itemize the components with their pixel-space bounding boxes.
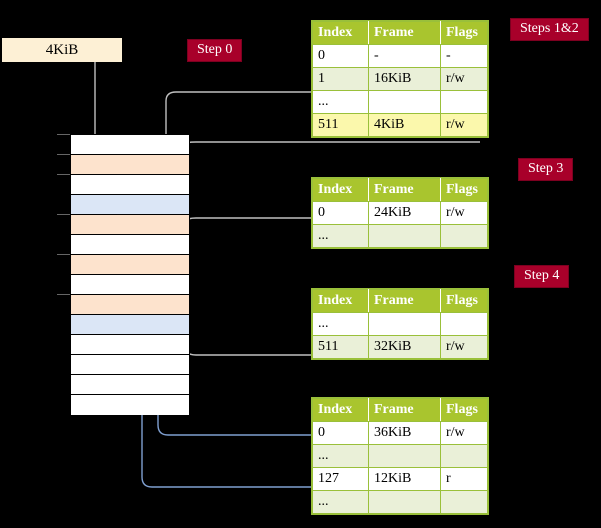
memory-frame-row: [57, 254, 189, 275]
column-header-index: Index: [312, 289, 369, 313]
cell-flags: r: [440, 467, 488, 491]
memory-frame-row: [71, 195, 189, 215]
frame-boundary-tick: [57, 214, 70, 215]
memory-frame-row: [57, 154, 189, 175]
column-header-frame: Frame: [368, 178, 441, 202]
memory-frame-row: [57, 134, 189, 155]
column-header-index: Index: [312, 398, 369, 422]
cell-index: ...: [312, 490, 369, 514]
cell-frame: 24KiB: [368, 201, 441, 225]
column-header-flags: Flags: [440, 398, 488, 422]
cell-index: 1: [312, 67, 369, 91]
cell-flags: r/w: [440, 201, 488, 225]
cell-frame: [368, 224, 441, 248]
cell-index: 511: [312, 335, 369, 359]
cell-index: ...: [312, 444, 369, 468]
cell-flags: r/w: [440, 113, 488, 137]
column-header-frame: Frame: [368, 398, 441, 422]
column-header-flags: Flags: [440, 21, 488, 45]
cell-frame: [368, 490, 441, 514]
column-header-frame: Frame: [368, 21, 441, 45]
frame-boundary-tick: [57, 154, 70, 155]
cell-index: 127: [312, 467, 369, 491]
cell-flags: r/w: [440, 335, 488, 359]
table-row: ...: [312, 224, 488, 248]
memory-frame-row: [71, 275, 189, 295]
table-row: ...: [312, 90, 488, 114]
cell-frame: [368, 444, 441, 468]
table-row: ...: [312, 490, 488, 514]
memory-frame-row: [57, 214, 189, 235]
step-badge-steps-1-2: Steps 1&2: [511, 19, 588, 41]
cell-frame: 12KiB: [368, 467, 441, 491]
cell-flags: r/w: [440, 421, 488, 445]
cell-index: 0: [312, 201, 369, 225]
frame-boundary-tick: [57, 174, 70, 175]
step-badge-step-0: Step 0: [188, 40, 242, 62]
table-row: ...: [312, 444, 488, 468]
frame-boundary-tick: [57, 294, 70, 295]
memory-frame-row: [71, 315, 189, 335]
column-header-index: Index: [312, 21, 369, 45]
cell-index: ...: [312, 90, 369, 114]
column-header-flags: Flags: [440, 289, 488, 313]
memory-frame-row: [71, 395, 189, 415]
cell-index: 511: [312, 113, 369, 137]
memory-frame-row: [57, 294, 189, 315]
memory-frame-row: [71, 355, 189, 375]
cell-index: 0: [312, 421, 369, 445]
column-header-frame: Frame: [368, 289, 441, 313]
cell-frame: 4KiB: [368, 113, 441, 137]
frame-boundary-tick: [57, 254, 70, 255]
memory-frame-row: [57, 174, 189, 195]
cell-flags: [440, 444, 488, 468]
memory-frame-row: [71, 375, 189, 395]
table-row: 0--: [312, 44, 488, 68]
cell-frame: [368, 90, 441, 114]
memory-frame-row: [71, 335, 189, 355]
size-label-4kib: 4KiB: [2, 38, 122, 62]
cell-frame: [368, 312, 441, 336]
cell-frame: -: [368, 44, 441, 68]
cell-flags: [440, 490, 488, 514]
step-badge-step-4: Step 4: [515, 266, 569, 288]
cell-index: 0: [312, 44, 369, 68]
physical-memory-column: [57, 134, 190, 415]
cell-frame: 16KiB: [368, 67, 441, 91]
cell-index: ...: [312, 312, 369, 336]
cell-flags: r/w: [440, 67, 488, 91]
cell-index: ...: [312, 224, 369, 248]
cell-flags: [440, 312, 488, 336]
column-header-index: Index: [312, 178, 369, 202]
cell-flags: [440, 90, 488, 114]
cell-flags: [440, 224, 488, 248]
column-header-flags: Flags: [440, 178, 488, 202]
cell-frame: 32KiB: [368, 335, 441, 359]
cell-frame: 36KiB: [368, 421, 441, 445]
table-row: ...: [312, 312, 488, 336]
frame-boundary-tick: [57, 134, 70, 135]
memory-frame-row: [71, 235, 189, 255]
step-badge-step-3: Step 3: [519, 159, 573, 181]
cell-flags: -: [440, 44, 488, 68]
